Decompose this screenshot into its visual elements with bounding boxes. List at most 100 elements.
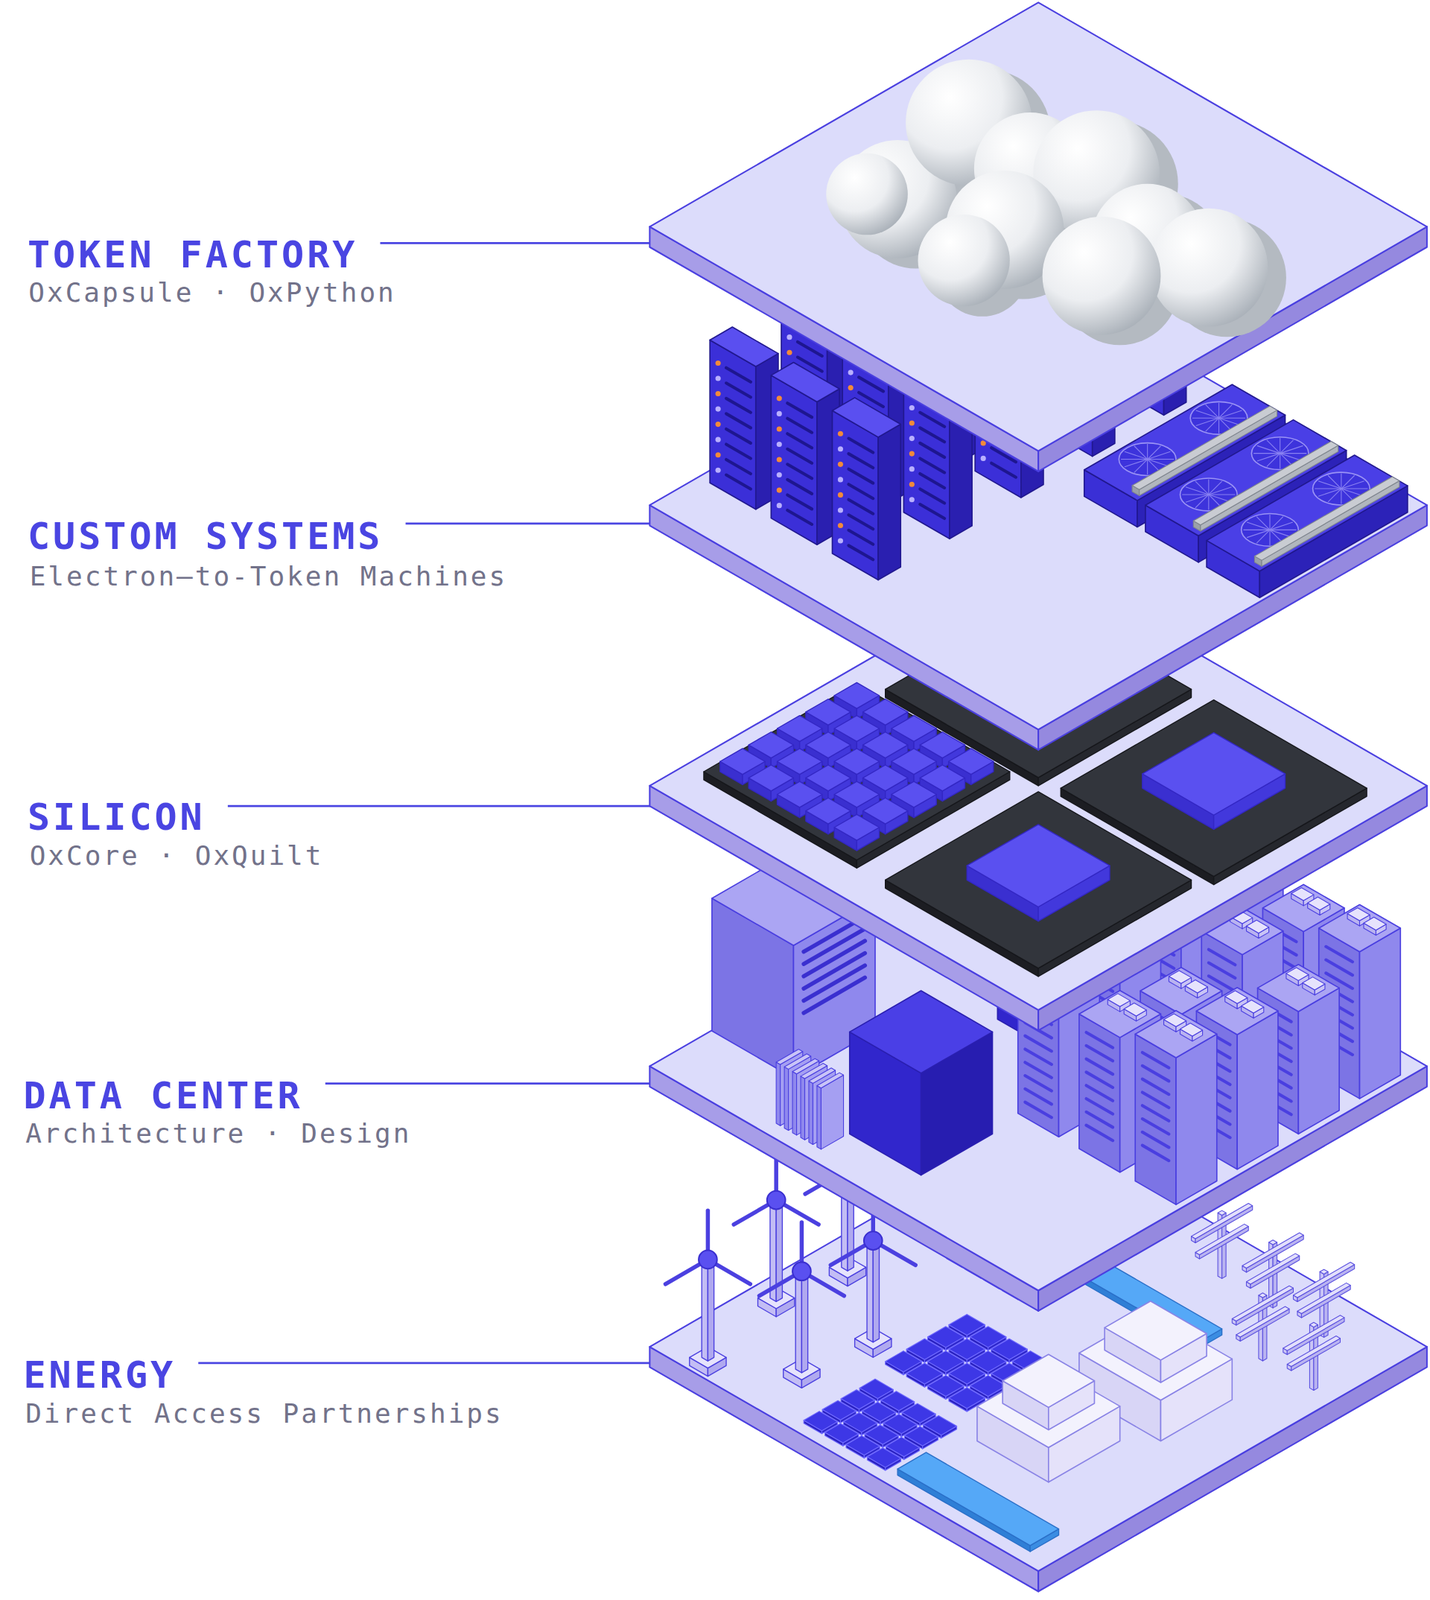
rack-slot — [1142, 1091, 1170, 1108]
power-pylon — [1283, 1315, 1345, 1351]
rack-port — [1291, 887, 1314, 901]
fan-blade — [1318, 488, 1342, 497]
radiator-fin — [808, 1080, 813, 1144]
leader-line — [405, 522, 651, 526]
chiplet-tile — [720, 748, 765, 775]
rack-slot — [1085, 1045, 1113, 1062]
rack-port — [1168, 970, 1191, 984]
turbine-tower — [866, 1244, 873, 1343]
fan-blade — [1246, 529, 1270, 537]
turbine-hub — [767, 1190, 786, 1210]
server-rack — [1237, 1010, 1279, 1169]
turbine-tower — [795, 1275, 802, 1373]
fan-blade — [1266, 440, 1281, 454]
fan-blade — [1269, 529, 1297, 531]
fan-blade — [1340, 488, 1342, 505]
chiplet-tile — [919, 764, 965, 791]
fan-blade — [1327, 475, 1342, 489]
fan-blade — [1280, 452, 1308, 454]
status-led — [776, 502, 783, 508]
status-led — [837, 507, 844, 513]
rack-port — [1179, 1023, 1203, 1037]
power-pylon — [1242, 1232, 1304, 1268]
turbine-tower — [707, 1263, 714, 1361]
cloud-puff — [1149, 208, 1268, 327]
status-led — [715, 421, 721, 427]
leader-line — [325, 1082, 651, 1085]
turbine-tower — [801, 1275, 808, 1373]
layer-subtitle: Electron–to-Token Machines — [29, 563, 508, 590]
chiplet-tile — [863, 732, 908, 759]
fan-blade — [1243, 529, 1270, 531]
rack-slot — [848, 438, 873, 453]
server-rack — [1176, 1033, 1217, 1205]
rack-slot — [726, 367, 751, 383]
rack-slot — [787, 510, 812, 525]
server-rack — [709, 326, 779, 367]
chiplet-tile — [748, 764, 794, 791]
status-led — [837, 431, 844, 437]
chiplet-tile — [834, 682, 879, 709]
rack-slot — [787, 494, 812, 509]
fan-blade — [1257, 453, 1281, 462]
fan-blade — [1269, 529, 1270, 546]
rack-port — [1123, 1003, 1147, 1016]
turbine-hub — [863, 1231, 883, 1250]
chiplet-tile — [777, 748, 823, 775]
chiplet-tile — [863, 797, 908, 824]
fan-blade — [1279, 453, 1281, 470]
fan-blade — [1205, 404, 1220, 418]
chiplet-tile — [748, 732, 794, 759]
rack-port — [1286, 967, 1309, 981]
rack-port — [1347, 907, 1370, 921]
leader-line — [198, 1362, 651, 1365]
fan-blade — [1219, 417, 1247, 419]
status-led — [980, 455, 987, 462]
fan-blade — [1208, 478, 1209, 495]
status-led — [909, 435, 915, 441]
rack-slot — [919, 427, 945, 442]
server-rack — [1135, 1010, 1217, 1058]
fan-blade — [1192, 417, 1220, 419]
substation-building — [1104, 1301, 1207, 1360]
rack-slot — [1208, 949, 1236, 966]
fan-blade — [1195, 481, 1209, 495]
rack-slot — [787, 449, 812, 464]
status-led — [786, 334, 792, 340]
rack-port — [1107, 993, 1130, 1007]
fan-blade — [1314, 488, 1342, 490]
power-pylon — [1236, 1306, 1290, 1337]
fan-blade — [1181, 493, 1209, 495]
status-led — [848, 370, 854, 376]
fan-blade — [1256, 516, 1270, 531]
status-led — [776, 472, 783, 478]
rack-slot — [1142, 1052, 1170, 1069]
status-led — [848, 385, 854, 391]
rack-slot — [1142, 1065, 1170, 1082]
rack-slot — [726, 382, 751, 397]
turbine-tower — [872, 1244, 879, 1343]
fan-blade — [1208, 487, 1232, 495]
rack-slot — [1024, 1062, 1052, 1078]
status-led — [776, 487, 783, 494]
fan-blade — [1218, 402, 1220, 419]
rack-slot — [1142, 1145, 1170, 1162]
chiplet-tile — [891, 781, 937, 808]
server-rack — [770, 361, 840, 402]
power-pylon — [1287, 1336, 1340, 1367]
rack-slot — [991, 463, 1016, 478]
status-led — [837, 461, 844, 467]
rack-slot — [919, 489, 945, 504]
fan-blade — [1134, 446, 1148, 460]
radiator-fin — [784, 1066, 788, 1130]
status-led — [909, 420, 915, 426]
layer-title: CUSTOM SYSTEMS — [27, 517, 383, 555]
rack-slot — [1142, 1079, 1170, 1095]
chiplet-tile — [919, 732, 965, 759]
rack-slot — [787, 464, 812, 479]
rack-slot — [1142, 1118, 1170, 1135]
chiplet-tile — [834, 715, 879, 742]
power-pylon — [1309, 1322, 1318, 1327]
rack-slot — [1085, 1098, 1113, 1115]
power-pylon — [1217, 1210, 1226, 1215]
